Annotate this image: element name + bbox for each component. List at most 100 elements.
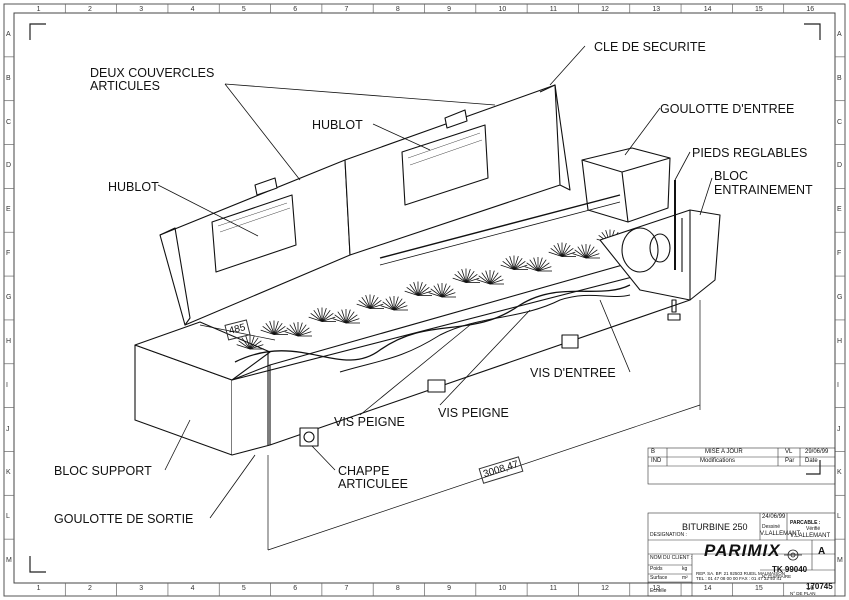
poids-label: Poids [650,566,663,572]
row-label: I [6,381,8,389]
row-label: B [6,74,11,82]
bloc-entrainement [599,180,721,301]
lid-left [159,159,351,326]
row-label: D [837,162,843,170]
col-label: 15 [755,585,763,592]
corner-marks [29,23,821,573]
row-label: K [6,469,11,477]
poids-unit: kg [682,566,688,572]
affaire-label: N° D'AFFAIRE [762,574,792,579]
row-label: G [837,294,843,301]
row-label: M [837,557,843,565]
par-label: Par [785,458,795,464]
label-goulotte-sortie: GOULOTTE DE SORTIE [54,512,194,526]
dessine-label: Dessiné [762,524,781,530]
col-label: 12 [601,585,609,592]
bloc-support-housing [134,259,701,456]
col-label: 6 [293,6,298,13]
col-label: 8 [395,6,400,13]
label-articulee: ARTICULEE [338,477,408,491]
label-deux-couvercles: DEUX COUVERCLES [90,66,215,80]
label-vis-entree: VIS D'ENTREE [530,366,616,380]
label-vis-peigne-2: VIS PEIGNE [438,406,509,420]
comb-brush [356,294,384,309]
row-label: A [837,30,842,38]
comb-brush [500,255,528,270]
col-label: 5 [241,585,246,592]
col-label: 15 [755,6,763,13]
row-label: K [837,469,842,477]
row-label: A [6,30,11,38]
label-vis-peigne-1: VIS PEIGNE [334,415,405,429]
rev-b-desc: MISE A JOUR [705,449,743,455]
comb-brush [260,320,288,335]
plan-label: N° DE PLAN [790,591,816,596]
row-label: I [837,381,839,389]
goulotte-entree-box [581,147,671,223]
col-label: 13 [652,6,661,13]
vis-entree-shaft [234,284,631,363]
part-name: BITURBINE 250 [682,522,748,532]
label-chappe: CHAPPE [338,464,390,478]
label-pieds-reglables: PIEDS REGLABLES [692,146,808,160]
echelle-label: Echelle [650,588,667,594]
lid-right [344,84,571,256]
comb-brush [572,244,600,259]
row-label: E [837,206,842,214]
row-label: M [6,557,12,565]
col-label: 5 [241,6,246,13]
col-label: 2 [87,6,92,13]
nom-client-label: NOM DU CLIENT : [650,555,693,561]
ind-label: IND [651,458,662,464]
label-articules: ARTICULES [90,79,160,93]
date-label: Date [805,458,818,464]
comb-brush [404,281,432,296]
col-label: 10 [498,585,507,592]
grid-ticks [4,4,845,596]
company-logo: PARIMIX [704,541,781,560]
verifier: V.LALLEMANT [790,533,831,539]
pieds-reglables [299,299,681,447]
machine-drawing [134,84,721,456]
col-label: 6 [293,585,298,592]
col-label: 7 [344,585,349,592]
row-label: H [6,337,12,345]
label-goulotte-entree: GOULOTTE D'ENTREE [660,102,795,116]
col-label: 1 [36,6,41,13]
rev-b-date: 29/06/99 [805,449,829,455]
rev-b-by: VL [785,449,793,455]
row-label: F [6,250,11,258]
comb-brush [284,322,312,337]
row-label: H [837,337,843,345]
label-hublot-left: HUBLOT [108,180,159,194]
surface-unit: m² [682,575,688,581]
label-bloc-entrainement-1: BLOC [714,169,749,183]
row-label: L [837,513,841,521]
row-label: J [837,425,841,433]
comb-brush [428,283,456,298]
col-label: 3 [139,6,144,13]
col-label: 11 [549,585,558,592]
label-cle-securite: CLE DE SECURITE [594,40,706,54]
leader-lines [157,45,713,519]
col-label: 16 [806,585,815,592]
col-label: 14 [703,6,712,13]
row-label: C [6,118,12,126]
col-label: 9 [447,6,452,13]
col-label: 14 [703,585,712,592]
row-label: J [6,425,10,433]
comb-brush [548,242,576,257]
row-label: D [6,162,12,170]
label-bloc-entrainement-2: ENTRAINEMENT [714,183,813,197]
col-label: 13 [652,585,661,592]
format-symbol [784,549,802,561]
format-letter: A [818,546,826,557]
row-label: C [837,118,843,126]
row-label: F [837,250,842,258]
col-label: 9 [447,585,452,592]
comb-brush [476,270,504,285]
col-label: 10 [498,6,507,13]
comb-brush [332,309,360,324]
col-label: 12 [601,6,609,13]
